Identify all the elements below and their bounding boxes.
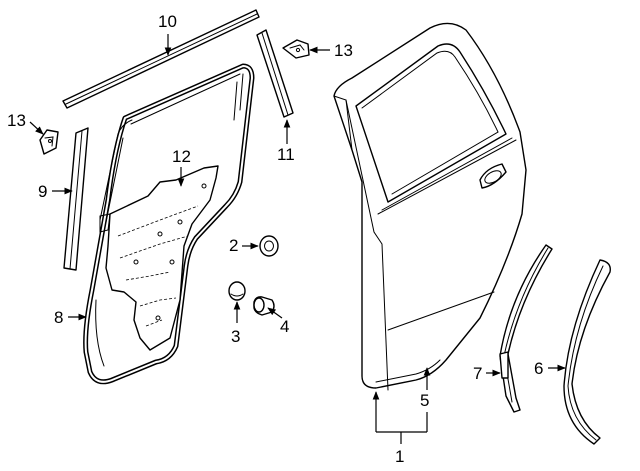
clip-part-right [282,39,310,59]
callout-label: 2 [229,236,238,255]
callout-13-right: 13 [309,41,353,60]
grommet-part-4 [253,296,275,316]
callout-label: 13 [334,41,353,60]
channel-strip-part [256,29,294,118]
callout-label: 7 [473,364,482,383]
cap-part-3 [228,281,246,301]
callout-3: 3 [231,301,240,346]
callout-6: 6 [534,359,566,378]
callout-label: 13 [7,111,26,130]
arch-molding-part-6 [563,259,611,445]
callout-label: 12 [172,147,191,166]
callout-2: 2 [229,236,259,255]
callout-10: 10 [158,12,177,56]
door-seal-part [83,63,255,385]
callout-12: 12 [172,147,191,187]
callout-label: 4 [280,317,289,336]
callout-13-left: 13 [7,111,44,135]
door-shell-part [333,22,527,391]
callout-label: 1 [395,447,404,466]
callout-9: 9 [38,182,73,201]
front-strip-part [63,127,89,271]
callout-8: 8 [54,308,87,327]
callout-label: 3 [231,327,240,346]
callout-label: 5 [420,391,429,410]
door-seal-frame-lines [99,119,133,223]
belt-molding-part [62,9,260,109]
molding-part-7 [499,244,553,413]
callout-label: 10 [158,12,177,31]
callout-label: 9 [38,182,47,201]
callout-label: 6 [534,359,543,378]
callout-label: 8 [54,308,63,327]
callout-1: 1 [372,391,428,466]
callout-label: 11 [277,145,295,164]
callout-5: 5 [420,367,431,410]
callout-11: 11 [277,119,295,164]
callout-4: 4 [267,307,289,336]
plug-part-2 [259,235,279,257]
callout-7: 7 [473,364,501,383]
water-shield-part [99,165,219,351]
clip-part-left [39,129,59,155]
